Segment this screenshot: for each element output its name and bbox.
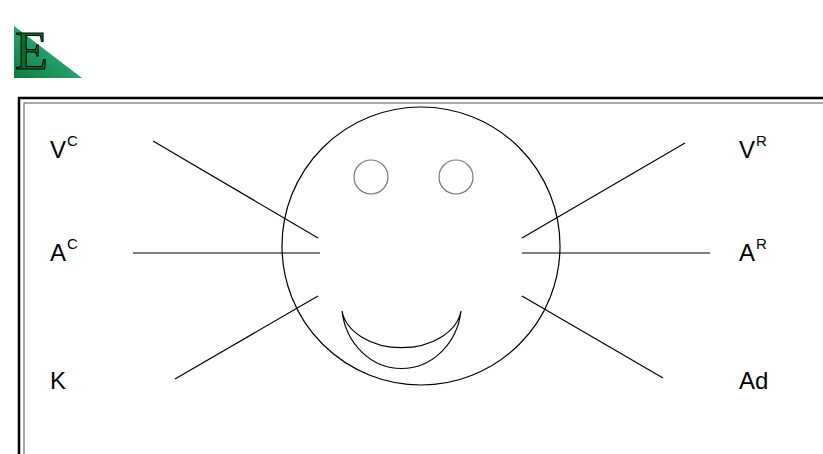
signal-superscript: C bbox=[67, 236, 78, 251]
signal-superscript: C bbox=[67, 133, 78, 148]
signal-name: V bbox=[739, 138, 755, 162]
face-circle bbox=[282, 107, 560, 385]
signal-name: A bbox=[739, 241, 755, 265]
logo-letter: E bbox=[15, 24, 48, 78]
signal-name: Ad bbox=[739, 369, 768, 393]
signal-name: V bbox=[50, 138, 66, 162]
outer-frame bbox=[19, 98, 823, 454]
leader-lines bbox=[133, 141, 710, 379]
signal-superscript: R bbox=[756, 133, 767, 148]
inner-frame bbox=[24, 103, 823, 454]
eye bbox=[354, 160, 388, 194]
signal-name: K bbox=[50, 369, 66, 393]
signal-superscript: R bbox=[756, 236, 767, 251]
eye bbox=[439, 160, 473, 194]
smile bbox=[342, 311, 461, 368]
signal-name: A bbox=[50, 241, 66, 265]
